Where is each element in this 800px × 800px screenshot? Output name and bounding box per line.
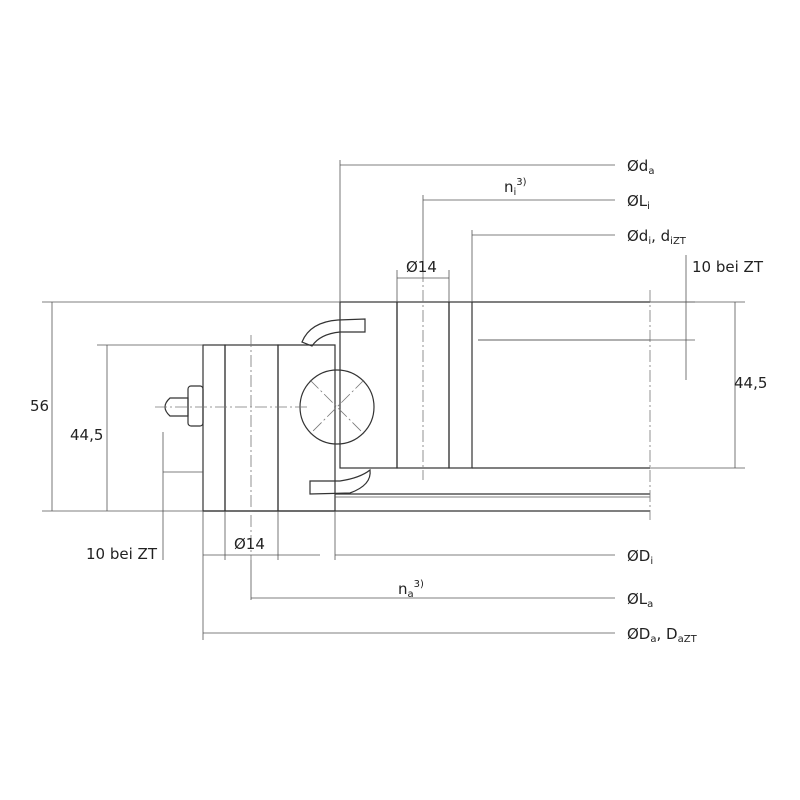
label-height-left: 44,5 xyxy=(70,426,103,444)
ball xyxy=(299,369,375,445)
label-na: na3) xyxy=(398,579,424,600)
label-phi14-top: Ø14 xyxy=(406,258,437,276)
grease-nipple-icon xyxy=(164,385,204,427)
label-da: Øda xyxy=(627,157,654,177)
label-Di: ØDi xyxy=(627,547,653,567)
outer-ring xyxy=(202,344,336,512)
center-lines xyxy=(155,270,651,560)
label-Li: ØLi xyxy=(627,192,650,212)
inner-ring xyxy=(203,301,650,512)
label-phi14-bottom: Ø14 xyxy=(234,535,265,553)
label-zt-right: 10 bei ZT xyxy=(692,258,764,276)
bottom-seal xyxy=(309,468,371,495)
top-seal xyxy=(301,318,366,347)
label-zt-left: 10 bei ZT xyxy=(86,545,158,563)
label-Da: ØDa, DaZT xyxy=(627,625,698,645)
label-La: ØLa xyxy=(627,590,653,610)
label-di: Ødi, diZT xyxy=(627,227,687,247)
dimension-lines xyxy=(42,160,745,640)
label-height-total: 56 xyxy=(30,397,49,415)
label-height-right: 44,5 xyxy=(734,374,767,392)
label-ni: ni3) xyxy=(504,177,527,198)
